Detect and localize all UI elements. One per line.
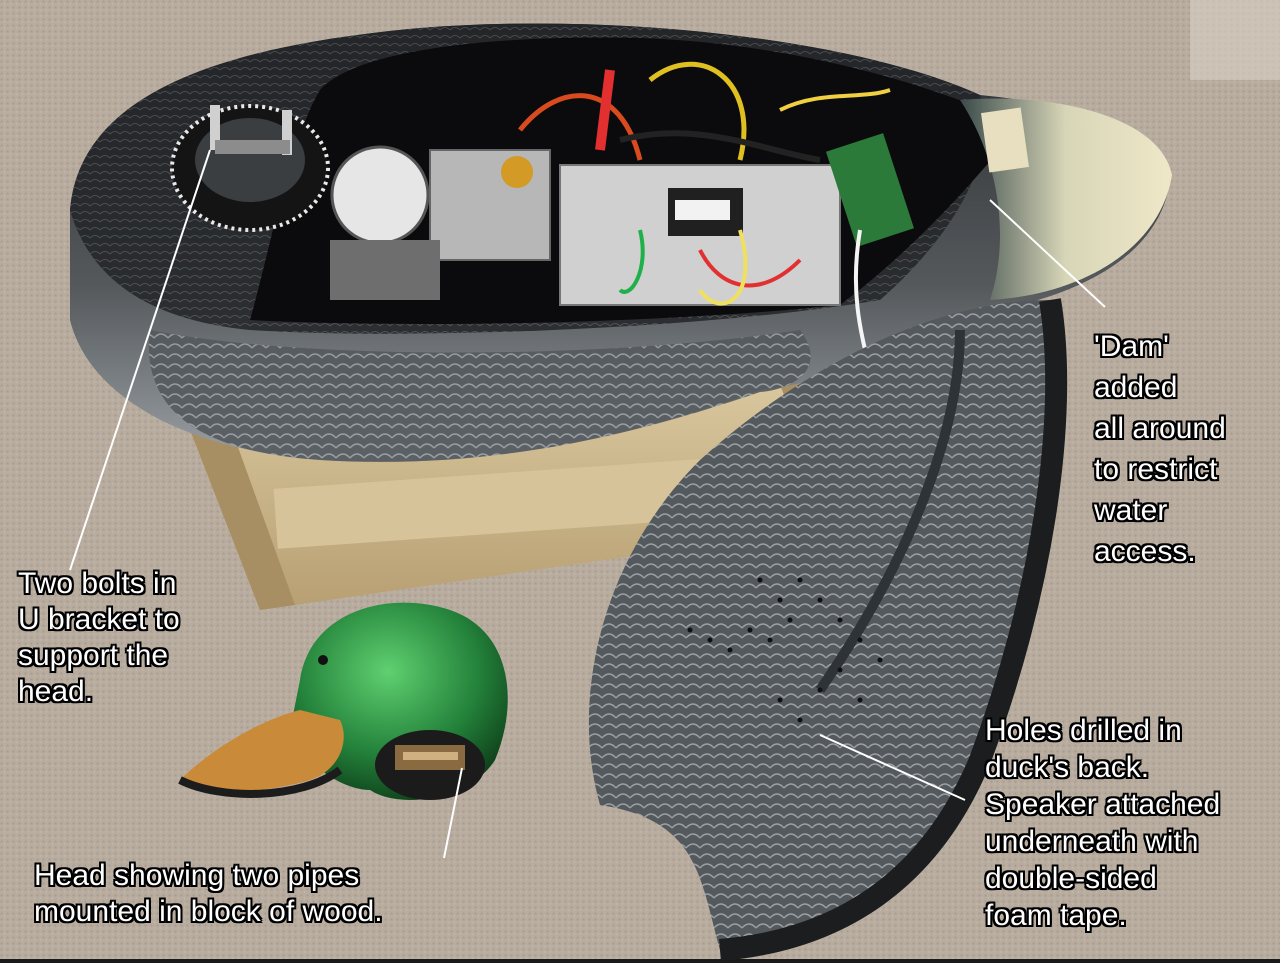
pointer-dam xyxy=(989,199,1106,308)
callout-head-line: Head showing two pipes xyxy=(34,859,360,892)
callout-bolts: Two bolts in U bracket to support the he… xyxy=(18,566,180,710)
pointer-lines xyxy=(69,149,1106,859)
pointer-holes xyxy=(819,734,966,801)
callout-dam-line: access. xyxy=(1094,535,1196,568)
callout-dam-line: 'Dam' xyxy=(1094,330,1169,363)
duck-head xyxy=(178,602,508,800)
callout-holes-line: Holes drilled in xyxy=(985,714,1182,747)
pointer-bolts xyxy=(69,149,211,571)
callout-head-line: mounted in block of wood. xyxy=(34,895,383,928)
callout-dam-line: water xyxy=(1094,494,1168,527)
callout-head: Head showing two pipes mounted in block … xyxy=(34,858,383,930)
callout-bolts-line: Two bolts in xyxy=(18,567,177,600)
callout-holes: Holes drilled in duck's back. Speaker at… xyxy=(985,712,1220,934)
callout-bolts-line: support the xyxy=(18,639,169,672)
callout-holes-line: Speaker attached xyxy=(985,788,1221,821)
callout-holes-line: foam tape. xyxy=(985,899,1127,932)
callout-dam-line: to restrict xyxy=(1094,453,1218,486)
duck-decoy-body xyxy=(70,23,1172,462)
callout-dam-line: added xyxy=(1094,371,1178,404)
callout-holes-line: double-sided xyxy=(985,862,1157,895)
callout-holes-line: duck's back. xyxy=(985,751,1150,784)
callout-bolts-line: head. xyxy=(18,675,94,708)
callout-dam: 'Dam' added all around to restrict water… xyxy=(1094,326,1226,572)
callout-bolts-line: U bracket to xyxy=(18,603,180,636)
pointer-head xyxy=(443,767,463,859)
callout-dam-line: all around xyxy=(1094,412,1226,445)
callout-holes-line: underneath with xyxy=(985,825,1199,858)
